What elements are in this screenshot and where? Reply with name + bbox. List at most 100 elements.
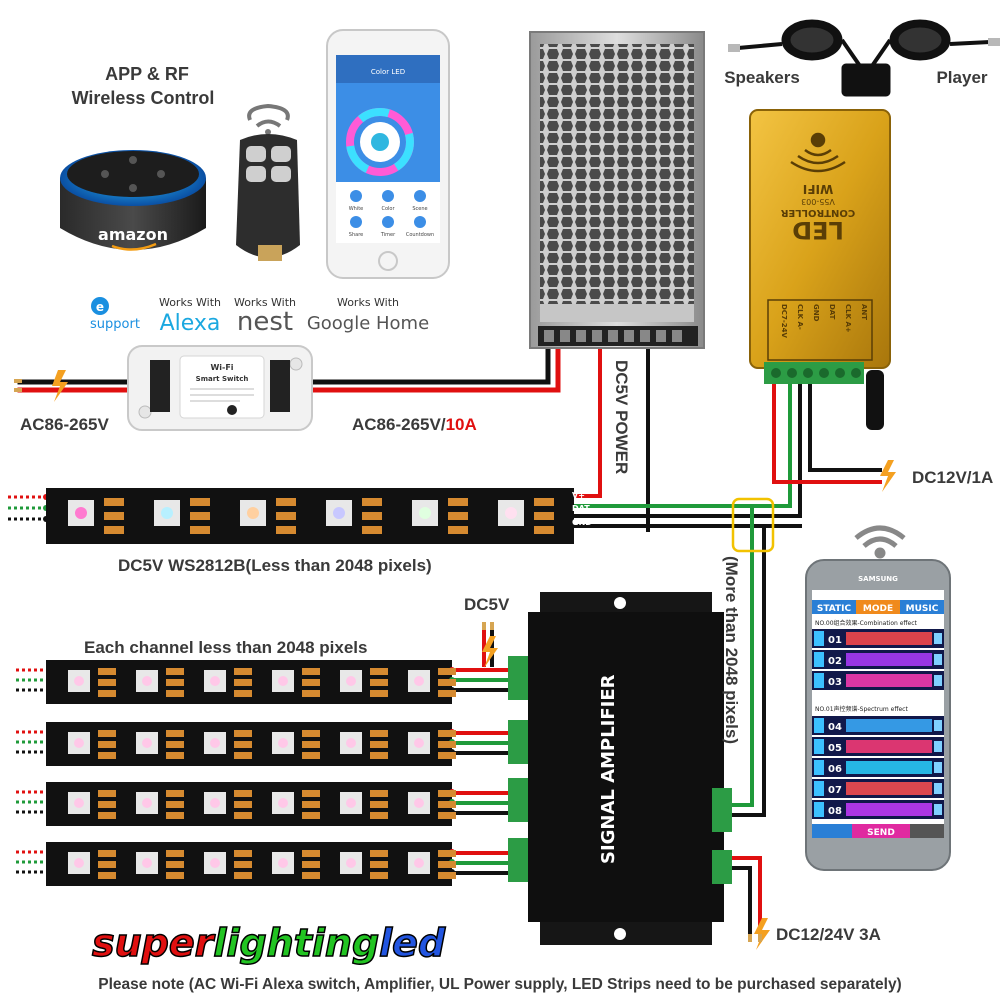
- led-strip-channels: [16, 660, 456, 886]
- nest-logo: nest: [237, 307, 293, 337]
- switch-subtitle: Smart Switch: [196, 375, 249, 383]
- footer-note: Please note (AC Wi-Fi Alexa switch, Ampl…: [98, 976, 901, 993]
- alexa-logo: Alexa: [160, 311, 221, 336]
- label-ac-in: AC86-265V: [20, 415, 109, 434]
- works-with-alexa-top: Works With: [159, 296, 221, 309]
- led-strip-channel: [16, 722, 456, 766]
- resistor: [276, 512, 296, 520]
- resistor: [104, 498, 124, 506]
- label-app-rf-1: APP & RF: [105, 64, 189, 84]
- effect-row[interactable]: 06: [812, 758, 944, 777]
- controller-name-label: LED: [792, 216, 844, 244]
- label-app-rf-2: Wireless Control: [72, 88, 215, 108]
- lightning-icon-ac: [52, 370, 68, 402]
- junction-highlight: [731, 497, 775, 553]
- amazon-logo: amazon: [98, 225, 168, 244]
- lightning-icon-dc12: [880, 460, 896, 492]
- samsung-brand: SAMSUNG: [858, 575, 898, 583]
- resistor: [448, 526, 468, 534]
- pin-ant: ANT: [860, 304, 868, 320]
- google-home-logo: Google Home: [307, 313, 429, 334]
- wifi-signal-icon: [247, 103, 290, 121]
- audio-splitter-cable: [728, 19, 1000, 97]
- app-button-timer[interactable]: Timer: [380, 232, 396, 238]
- amplifier-output-wires: [450, 668, 510, 875]
- effect-row-number: 08: [828, 806, 842, 817]
- resistor: [104, 526, 124, 534]
- wifi-signal-icon: [854, 525, 906, 559]
- app-button-share[interactable]: Share: [349, 232, 363, 238]
- effect-row[interactable]: 01: [812, 629, 944, 648]
- effect-row[interactable]: 07: [812, 779, 944, 798]
- strip-pin-gnd: GND: [572, 518, 592, 527]
- label-each-channel: Each channel less than 2048 pixels: [84, 638, 367, 657]
- effect-row-number: 05: [828, 743, 842, 754]
- works-with-google-top: Works With: [337, 296, 399, 309]
- strip-pin-dat: DAT: [572, 504, 590, 513]
- app-button-white[interactable]: White: [349, 206, 364, 212]
- resistor: [104, 512, 124, 520]
- controller-model-label: V55-003: [801, 197, 835, 206]
- resistor: [534, 498, 554, 506]
- power-supply: [529, 31, 705, 349]
- tab-mode[interactable]: MODE: [863, 604, 893, 614]
- resistor: [534, 526, 554, 534]
- app-title: Color LED: [371, 68, 405, 76]
- rf-remote: [236, 103, 300, 261]
- pin-gnd: GND: [812, 304, 820, 322]
- home-button: [378, 251, 398, 271]
- switch-title: Wi-Fi: [210, 363, 233, 372]
- svg-text:SEND: SEND: [867, 828, 895, 838]
- app-button-countdown[interactable]: Countdown: [406, 232, 434, 238]
- pin-clk-a-minus: CLK A-: [796, 304, 804, 330]
- pin-clk-a-plus: CLK A+: [844, 304, 852, 333]
- resistor: [276, 526, 296, 534]
- effect-row-number: 03: [828, 677, 842, 688]
- label-ac-out: AC86-265V/10A: [352, 415, 477, 434]
- resistor: [190, 512, 210, 520]
- brand-logo: superlightingled: [91, 920, 446, 966]
- effect-row[interactable]: 05: [812, 737, 944, 756]
- effect-row[interactable]: 02: [812, 650, 944, 669]
- label-dc12-24v: DC12/24V 3A: [776, 925, 881, 944]
- label-strip-main: DC5V WS2812B(Less than 2048 pixels): [118, 556, 432, 575]
- controller-wifi-label: WIFI: [803, 182, 833, 196]
- amplifier-label: SIGNAL AMPLIFIER: [598, 674, 619, 864]
- effect-row-number: 06: [828, 764, 842, 775]
- signal-amplifier: SIGNAL AMPLIFIER: [508, 592, 732, 945]
- switch-button[interactable]: [227, 405, 237, 415]
- tab-static[interactable]: STATIC: [817, 604, 852, 614]
- app-button-scene[interactable]: Scene: [412, 206, 427, 212]
- section-spectrum: NO.01声控频谱-Spectrum effect: [815, 705, 908, 713]
- effect-row-number: 02: [828, 656, 842, 667]
- led-controller: WIFI LED CONTROLLER V55-003 ANT CLK A+ D…: [749, 109, 891, 430]
- resistor: [190, 498, 210, 506]
- label-dc12v-1a: DC12V/1A: [912, 468, 993, 487]
- resistor: [448, 498, 468, 506]
- brand-logo-text: superlightingled: [92, 921, 446, 965]
- effect-row[interactable]: 04: [812, 716, 944, 735]
- led-strip-main: V+ DAT GND: [8, 488, 592, 544]
- led-strip-channel: [16, 842, 456, 886]
- send-button[interactable]: [852, 824, 910, 838]
- label-speakers: Speakers: [724, 68, 800, 87]
- led-strip-channel: [16, 782, 456, 826]
- resistor: [534, 512, 554, 520]
- pin-dat: DAT: [828, 304, 836, 320]
- label-more-than: (More than 2048 pixels): [722, 556, 741, 744]
- works-with-nest-top: Works With: [234, 296, 296, 309]
- effect-row-number: 04: [828, 722, 842, 733]
- effect-row[interactable]: 08: [812, 800, 944, 819]
- phone-app-samsung: SAMSUNG STATIC MODE MUSIC NO.00组合效果-Comb…: [805, 559, 951, 871]
- effect-row-number: 01: [828, 635, 842, 646]
- tab-music[interactable]: MUSIC: [906, 604, 939, 614]
- esupport-logo: support: [90, 317, 140, 332]
- app-button-color[interactable]: Color: [381, 206, 395, 212]
- effect-row[interactable]: 03: [812, 671, 944, 690]
- pin-dc7-24v: DC7-24V: [780, 304, 788, 338]
- labels: APP & RF Wireless Control Speakers Playe…: [20, 64, 993, 944]
- resistor: [362, 498, 382, 506]
- resistor: [362, 526, 382, 534]
